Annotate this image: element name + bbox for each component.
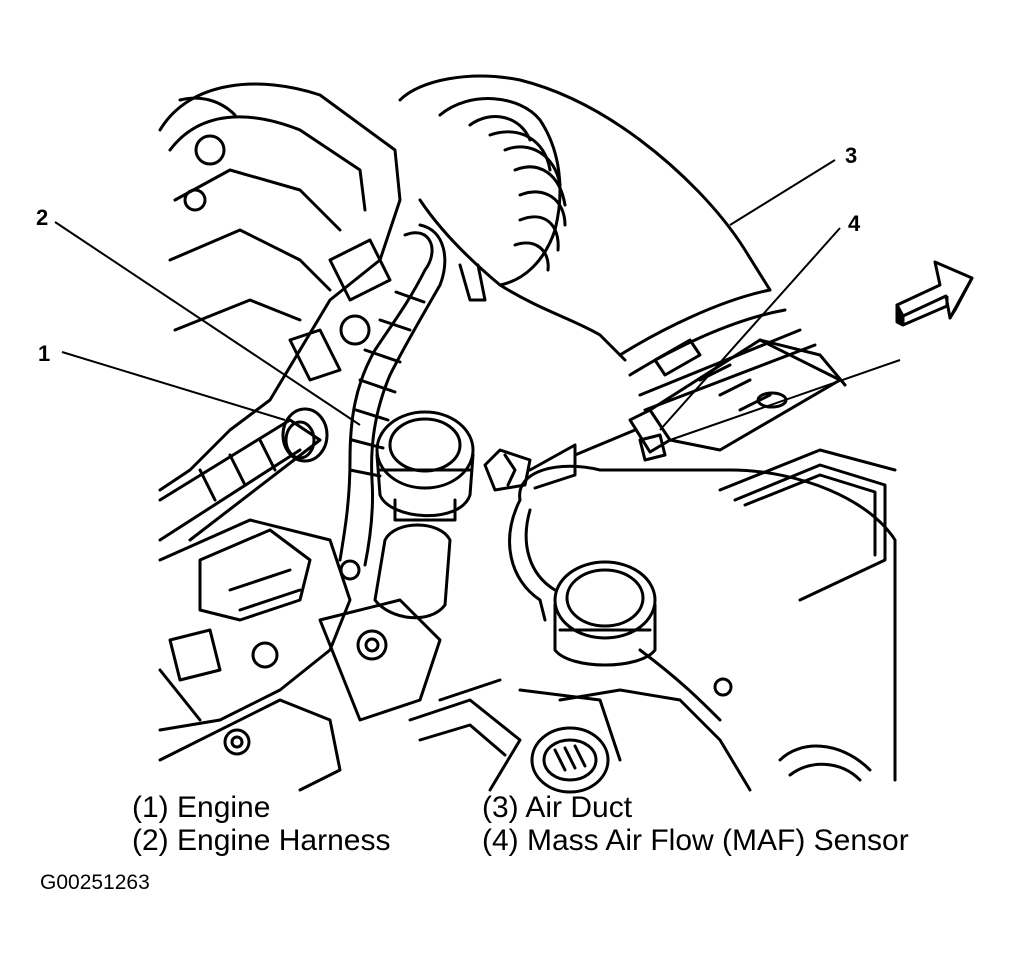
leader-line-extra	[669, 359, 901, 441]
figure-code: G00251263	[40, 871, 150, 894]
callout-number-1: 1	[38, 341, 51, 366]
engine-tube	[158, 407, 329, 542]
leader-line-4	[659, 227, 841, 431]
direction-arrow-icon	[895, 260, 974, 327]
lower-cap	[518, 688, 622, 794]
leader-line-1	[61, 351, 286, 421]
callout-leaders	[54, 159, 901, 441]
air-duct	[398, 74, 817, 412]
engine-harness	[338, 223, 447, 567]
callout-number-4: 4	[848, 211, 861, 236]
callout-number-2: 2	[36, 205, 49, 230]
coolant-reservoir	[508, 448, 897, 792]
leader-line-2	[54, 221, 361, 426]
legend-item-air-duct: (3) Air Duct	[482, 791, 633, 824]
maf-sensor	[628, 338, 847, 462]
legend-item-engine-harness: (2) Engine Harness	[132, 824, 391, 857]
oil-filler-cap	[373, 410, 475, 620]
engine-body	[158, 82, 402, 492]
legend-item-engine: (1) Engine	[132, 791, 271, 824]
legend-item-maf-sensor: (4) Mass Air Flow (MAF) Sensor	[482, 824, 909, 857]
callout-number-3: 3	[845, 143, 858, 168]
lower-engine-components	[158, 518, 442, 792]
harness-connector	[483, 428, 637, 492]
lower-bracket	[408, 678, 872, 792]
leader-line-3	[729, 159, 836, 226]
